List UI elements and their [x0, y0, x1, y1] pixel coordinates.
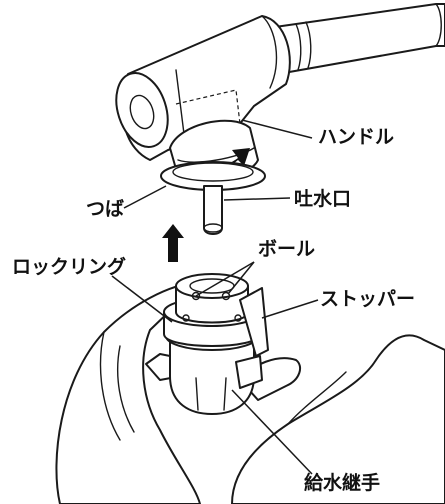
label-lock-ring: ロックリング	[12, 256, 127, 278]
leader-ball-1	[195, 261, 255, 297]
label-ball: ボール	[258, 238, 316, 260]
leader-handle	[241, 119, 313, 139]
label-handle: ハンドル	[318, 126, 395, 148]
label-flange: つば	[86, 198, 125, 220]
label-supply-joint: 給水継手	[304, 472, 381, 494]
leader-flange	[123, 185, 167, 209]
leader-lock-ring	[111, 275, 173, 323]
leader-lines	[111, 119, 319, 475]
faucet-head	[115, 15, 291, 161]
label-stopper: ストッパー	[320, 288, 416, 310]
supply-fitting	[145, 273, 269, 415]
left-hand	[55, 281, 201, 504]
up-arrow	[162, 224, 184, 262]
label-spout: 吐水口	[294, 188, 352, 210]
leader-stopper	[261, 299, 319, 319]
leader-supply-joint	[231, 389, 313, 475]
leader-spout	[223, 197, 291, 201]
hose	[267, 3, 445, 75]
leader-ball-2	[227, 261, 255, 295]
spout	[203, 185, 223, 235]
